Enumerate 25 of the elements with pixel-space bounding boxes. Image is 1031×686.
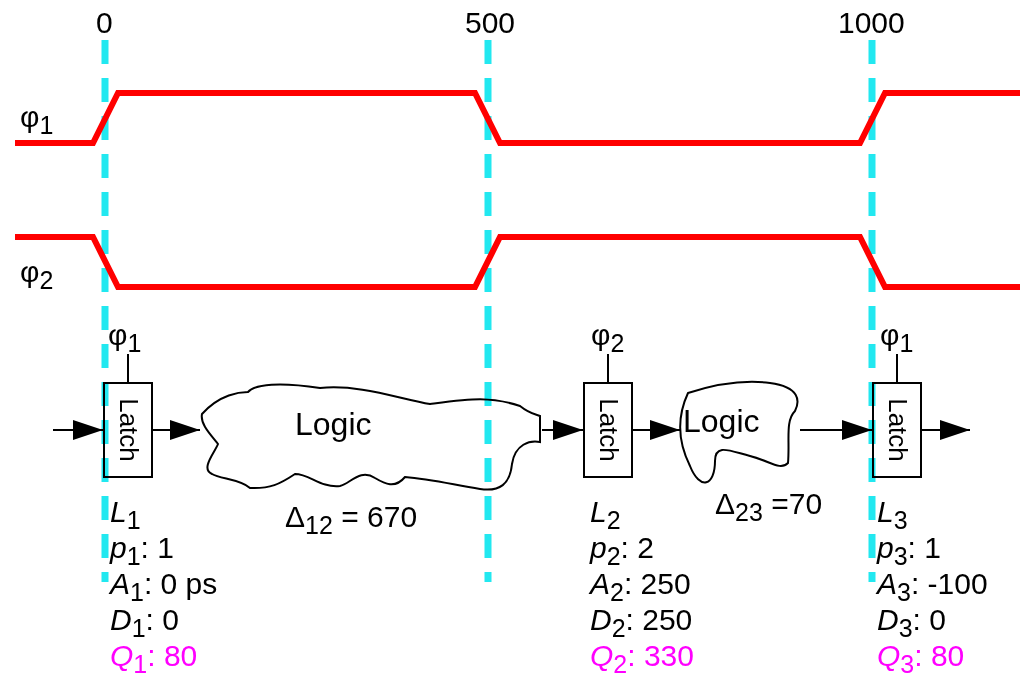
- connector-line: [607, 353, 609, 383]
- delay-label: Δ$_{23}$ =70: [715, 487, 823, 528]
- clock-label: φ$_{2}$: [591, 318, 625, 360]
- arrow: [632, 420, 681, 440]
- arrow: [152, 420, 201, 440]
- clock-label: φ$_{1}$: [20, 100, 54, 141]
- latch-box: Latch: [872, 382, 922, 478]
- latch-box: Latch: [583, 382, 633, 478]
- arrow: [541, 420, 584, 440]
- arrow: [52, 420, 104, 440]
- arrow: [799, 420, 873, 440]
- clock-label: φ$_{2}$: [20, 255, 54, 296]
- time-label: 1000: [838, 6, 905, 40]
- delay-label: Δ$_{12}$ = 670: [285, 500, 418, 541]
- connector-line: [896, 353, 898, 383]
- connector-line: [127, 353, 129, 383]
- logic-label: Logic: [295, 406, 372, 443]
- arrow: [921, 420, 971, 440]
- clock-label: φ$_{1}$: [108, 318, 142, 360]
- time-label: 500: [465, 6, 516, 40]
- clock-label: φ$_{1}$: [880, 318, 914, 360]
- latch-box: Latch: [103, 382, 153, 478]
- logic-cloud: [200, 384, 542, 492]
- time-label: 0: [96, 6, 113, 40]
- logic-label: Logic: [683, 403, 760, 440]
